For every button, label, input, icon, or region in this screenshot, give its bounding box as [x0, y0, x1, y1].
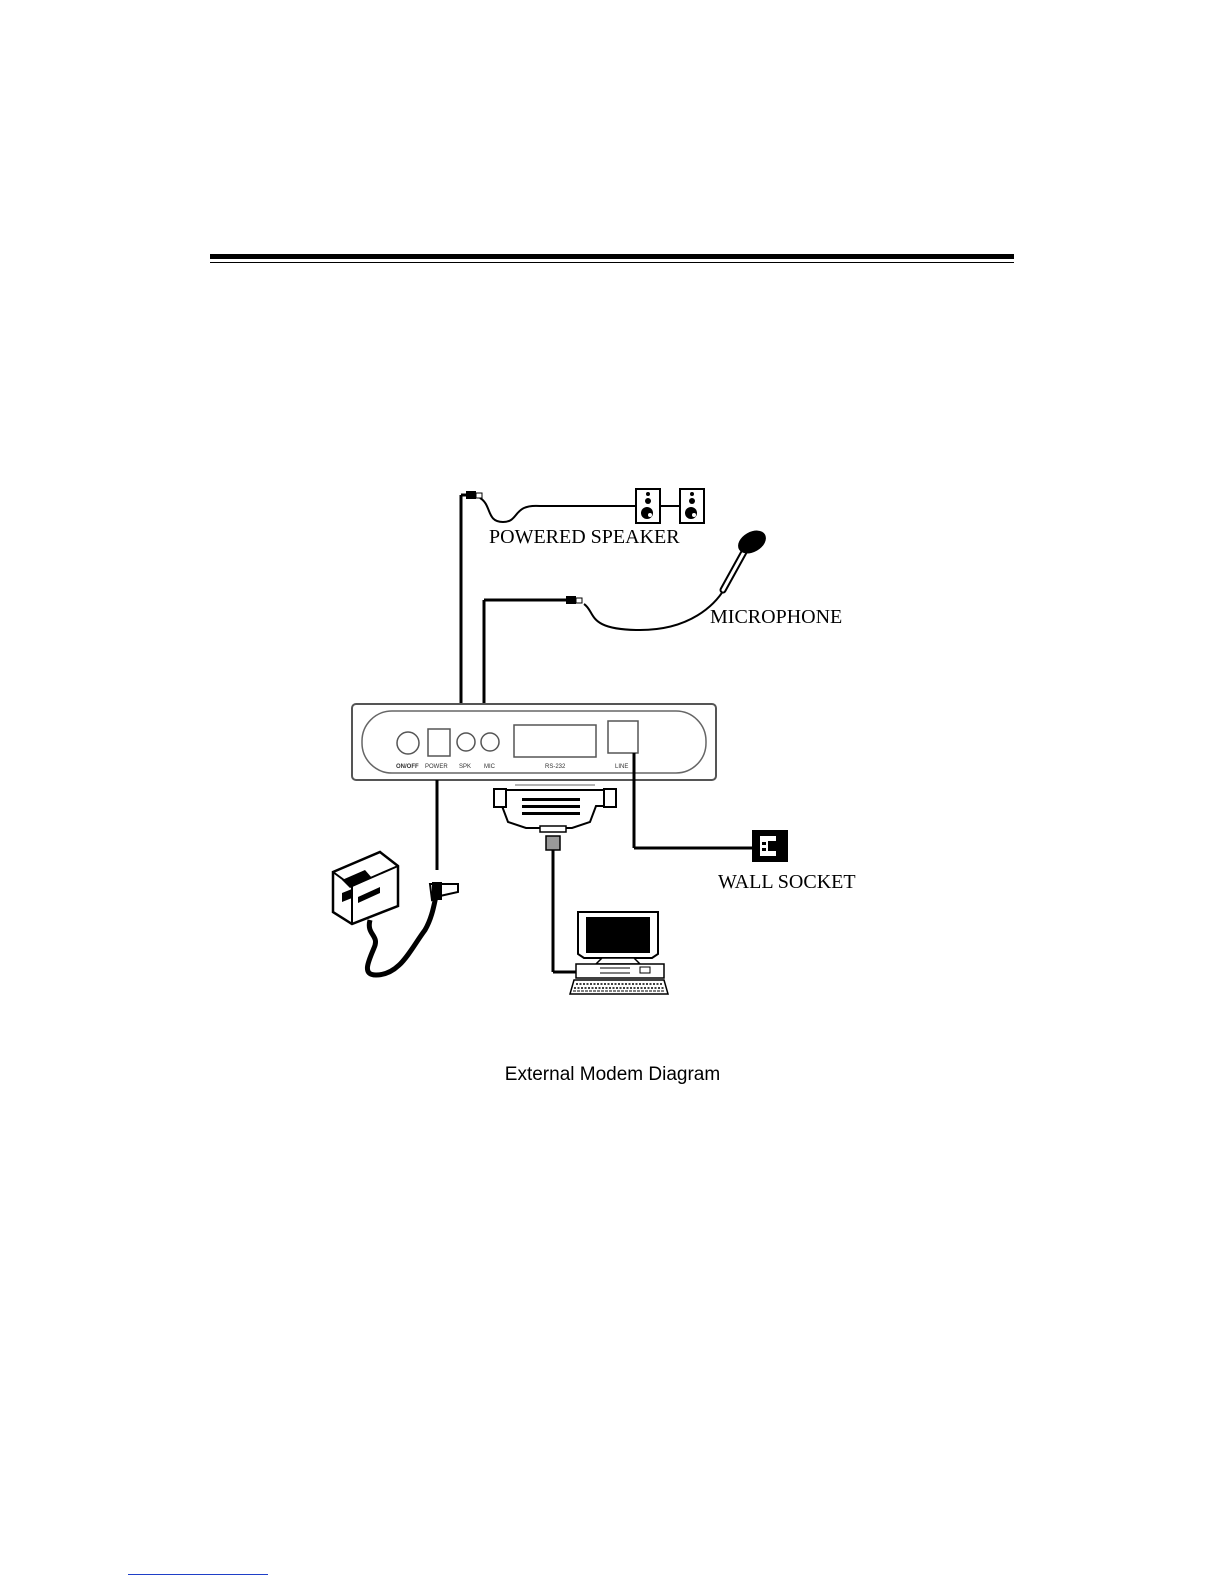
serial-cable	[553, 850, 576, 972]
power-jack	[428, 729, 450, 756]
modem-rear-panel: ON/OFF POWER SPK MIC RS-232 LINE	[352, 704, 716, 780]
speaker-plug	[466, 491, 482, 499]
figure-caption: External Modem Diagram	[0, 1064, 1225, 1086]
speaker-icon	[636, 489, 660, 523]
footnote-rule	[128, 1574, 268, 1575]
line-jack	[608, 721, 638, 753]
wall-socket-label: WALL SOCKET	[718, 871, 856, 893]
speaker-icon	[680, 489, 704, 523]
power-port-label: POWER	[425, 764, 448, 770]
power-adapter-icon	[333, 852, 458, 975]
mic-jack	[481, 733, 499, 751]
line-port-label: LINE	[615, 764, 628, 770]
microphone-icon	[723, 526, 770, 590]
computer-icon	[570, 912, 668, 994]
spk-jack	[457, 733, 475, 751]
microphone-label: MICROPHONE	[710, 606, 842, 628]
on-off-switch	[397, 732, 419, 754]
powered-speaker-label: POWERED SPEAKER	[489, 526, 680, 548]
rs232-port-label: RS-232	[545, 764, 566, 770]
microphone-plug	[566, 596, 582, 604]
serial-connector-icon	[494, 785, 616, 850]
mic-port-label: MIC	[484, 764, 496, 770]
wall-socket-icon	[752, 830, 788, 862]
on-off-port-label: ON/OFF	[396, 764, 419, 770]
rs232-port	[514, 725, 596, 757]
spk-port-label: SPK	[459, 764, 471, 770]
